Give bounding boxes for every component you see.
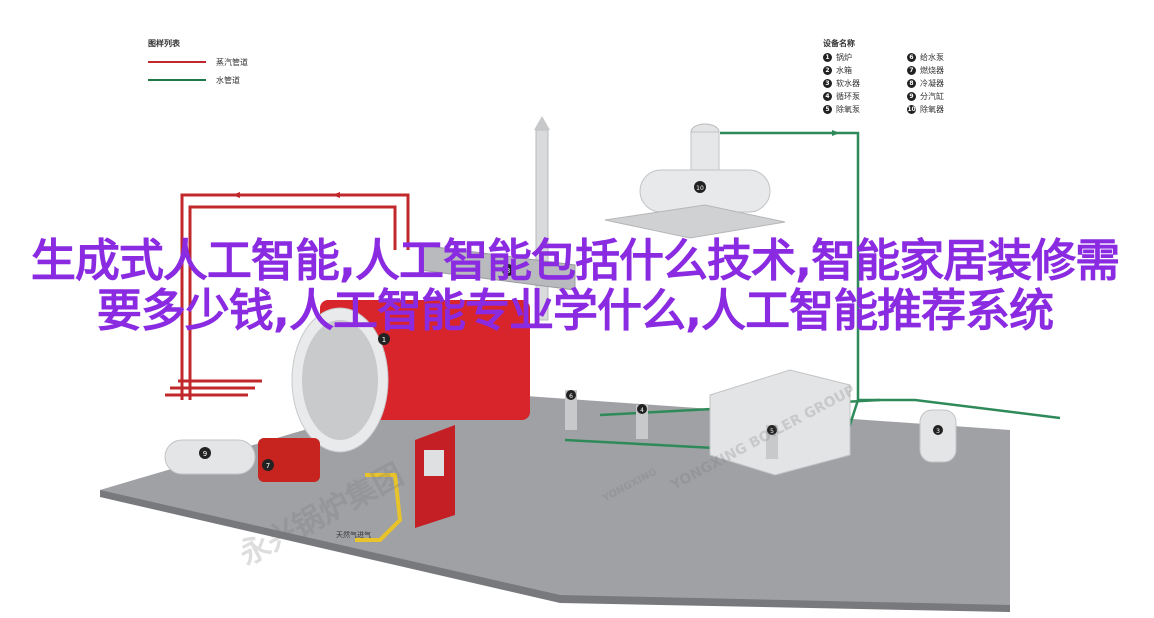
legend-row-steam: 蒸汽管道 [148, 53, 248, 71]
svg-text:6: 6 [569, 393, 573, 400]
boiler-badge-icon [378, 333, 390, 345]
condenser-badge-icon [502, 264, 514, 276]
water-softener [919, 409, 957, 463]
steam-arrow-icon [232, 192, 240, 198]
number-badge-icon: 4 [823, 92, 832, 102]
equipment-item: 10 除氧器 [907, 104, 987, 116]
equipment-label: 给水泵 [920, 53, 944, 63]
equipment-label: 软水器 [836, 79, 860, 89]
water-arrow-icon [832, 130, 840, 136]
equipment-item: 2 水箱 [823, 65, 907, 77]
number-badge-icon: 7 [907, 66, 916, 76]
steam-arrow-icon [332, 192, 340, 198]
deaerator-badge-icon [694, 181, 706, 193]
circulation-pump [636, 405, 648, 439]
steam-pipe-network [165, 193, 410, 400]
equipment-item: 9 分汽缸 [907, 91, 987, 103]
svg-text:1: 1 [382, 336, 386, 344]
svg-text:4: 4 [640, 407, 644, 414]
equipment-item: 7 燃烧器 [907, 65, 987, 77]
number-badge-icon: 5 [823, 105, 832, 115]
number-badge-icon: 2 [823, 66, 832, 76]
pipe-legend-title: 图样列表 [148, 39, 180, 48]
svg-text:8: 8 [506, 267, 510, 275]
equipment-item: 1 锅炉 [823, 52, 907, 64]
svg-text:10: 10 [696, 185, 704, 192]
equipment-label: 水箱 [836, 66, 852, 76]
burner-badge-icon [262, 459, 274, 471]
equipment-label: 燃烧器 [920, 66, 944, 76]
control-panel [424, 450, 444, 476]
distributor-badge-icon [199, 447, 211, 459]
equipment-label: 除氧泵 [836, 105, 860, 115]
legend-row-water: 水管道 [148, 71, 248, 89]
feed-pump [565, 390, 577, 430]
number-badge-icon: 9 [907, 92, 916, 102]
condenser-unit [419, 244, 576, 291]
softener-badge-icon [933, 425, 943, 435]
deaeration-pump-badge-icon [767, 425, 777, 435]
equipment-label: 除氧器 [920, 105, 944, 115]
steam-line-swatch [148, 61, 206, 63]
control-cabinet [415, 425, 455, 528]
gas-pipe [355, 473, 403, 542]
equipment-item: 5 除氧泵 [823, 104, 907, 116]
legend-label: 蒸汽管道 [216, 57, 248, 67]
number-badge-icon: 10 [907, 105, 916, 115]
number-badge-icon: 1 [823, 53, 832, 63]
circulation-pump-badge-icon [637, 404, 647, 414]
equipment-label: 冷凝器 [920, 79, 944, 89]
equipment-item: 8 冷凝器 [907, 78, 987, 90]
svg-text:3: 3 [936, 428, 940, 435]
equipment-label: 循环泵 [836, 92, 860, 102]
burner [258, 438, 320, 482]
deaerator-platform [604, 204, 786, 239]
water-tank [709, 369, 851, 476]
number-badge-icon: 6 [907, 53, 916, 63]
boiler-front-ring [302, 320, 378, 440]
equipment-item: 6 给水泵 [907, 52, 987, 64]
steam-distributor [164, 439, 256, 475]
feed-pump-badge-icon [566, 390, 576, 400]
svg-text:9: 9 [203, 450, 207, 458]
floor-slab [100, 390, 1010, 610]
equipment-label: 分汽缸 [920, 92, 944, 102]
number-badge-icon: 8 [907, 79, 916, 89]
number-badge-icon: 3 [823, 79, 832, 89]
svg-text:5: 5 [770, 428, 774, 435]
equipment-item: 3 软水器 [823, 78, 907, 90]
equipment-item: 4 循环泵 [823, 91, 907, 103]
legend-label: 水管道 [216, 75, 240, 85]
svg-text:7: 7 [266, 462, 270, 470]
headline-overlay: 生成式人工智能,人工智能包括什么技术,智能家居装修需要多少钱,人工智能专业学什么… [30, 234, 1120, 337]
water-line-swatch [148, 79, 206, 81]
chimney-cap-icon [534, 116, 550, 130]
gas-inlet-label: 天然气进气 [336, 531, 371, 539]
equipment-legend-title: 设备名称 [823, 39, 855, 48]
equipment-label: 锅炉 [836, 53, 852, 63]
pipe-legend: 图样列表 蒸汽管道 水管道 [148, 38, 248, 89]
